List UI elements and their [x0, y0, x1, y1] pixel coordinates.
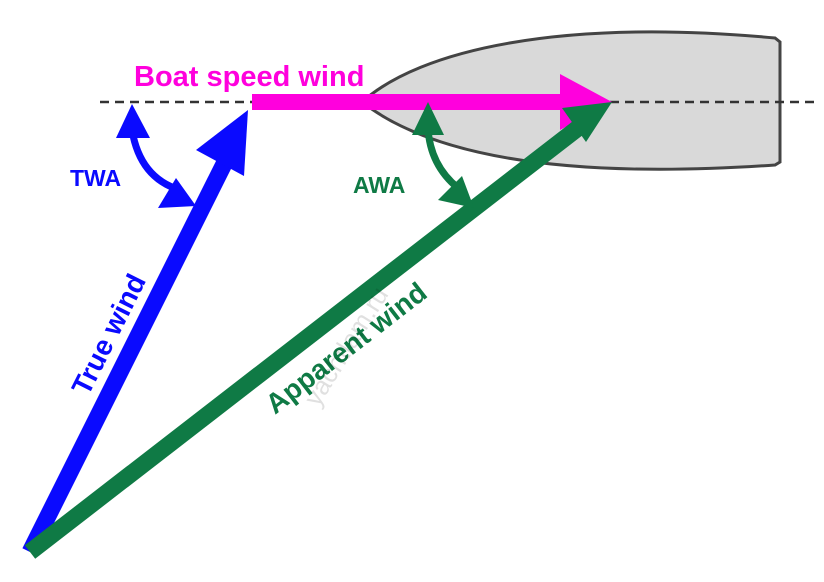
apparent-wind-arrow — [24, 102, 612, 559]
awa-angle-arrow — [412, 102, 474, 208]
true-wind-arrow — [22, 110, 248, 556]
boat-speed-wind-label: Boat speed wind — [134, 61, 364, 93]
awa-label: AWA — [353, 172, 405, 198]
twa-label: TWA — [70, 165, 121, 191]
twa-angle-arrow — [116, 104, 196, 208]
